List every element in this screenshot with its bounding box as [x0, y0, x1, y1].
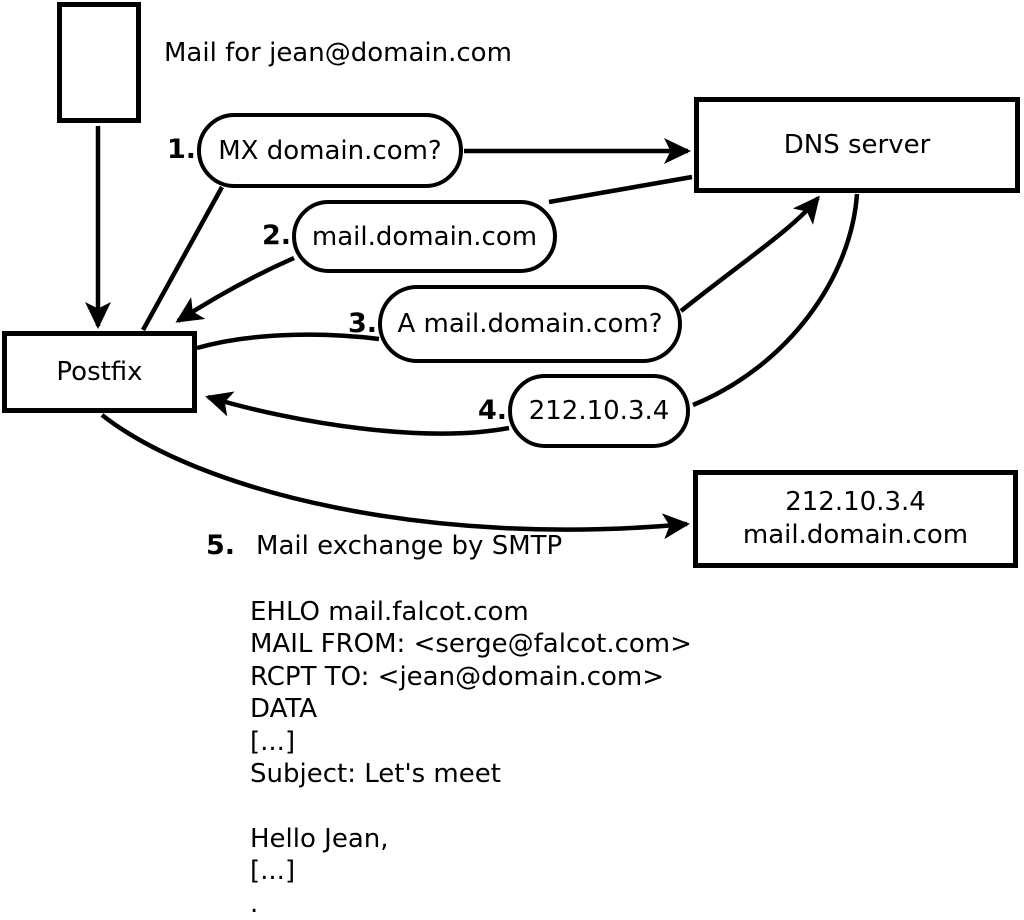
smtp-line-rcpt-to: RCPT TO: <jean@domain.com> [250, 661, 665, 692]
mail-note-label: Mail for jean@domain.com [164, 38, 512, 68]
query-pill-a-record-label: A mail.domain.com? [397, 309, 663, 339]
connector-answer4-to-postfix [205, 391, 510, 436]
step-5-label: Mail exchange by SMTP [256, 531, 563, 561]
step-3-number: 3. [347, 308, 377, 339]
answer-pill-mailhost: mail.domain.com [292, 200, 557, 273]
destination-ip-label: 212.10.3.4 [785, 487, 926, 517]
answer-pill-ip-label: 212.10.3.4 [528, 396, 670, 426]
smtp-session-transcript: EHLO mail.falcot.com MAIL FROM: <serge@f… [250, 596, 692, 920]
smtp-line-subject: Subject: Let's meet [250, 758, 501, 789]
mail-envelope-node [57, 2, 141, 123]
postfix-node: Postfix [2, 331, 197, 413]
connector-postfix-to-query3 [196, 332, 380, 351]
destination-hostname-label: mail.domain.com [742, 520, 969, 550]
dns-server-node: DNS server [694, 97, 1020, 193]
query-pill-mx: MX domain.com? [197, 113, 463, 188]
connector-dns-to-answer4 [692, 193, 860, 408]
smtp-line-mail-from: MAIL FROM: <serge@falcot.com> [250, 629, 692, 660]
query-pill-a-record: A mail.domain.com? [378, 285, 682, 363]
answer-pill-mailhost-label: mail.domain.com [311, 221, 538, 252]
connector-answer2-to-postfix [175, 255, 295, 323]
smtp-line-hello: Hello Jean, [250, 823, 389, 854]
answer-pill-ip: 212.10.3.4 [508, 374, 690, 448]
step-1-number: 1. [166, 134, 196, 165]
destination-server-node: 212.10.3.4 mail.domain.com [693, 470, 1018, 568]
postfix-node-label: Postfix [56, 357, 143, 387]
smtp-line-ehlo: EHLO mail.falcot.com [250, 597, 529, 627]
smtp-line-data: DATA [250, 694, 317, 725]
step-2-number: 2. [261, 220, 291, 251]
smtp-line-ellipsis-1: [...] [250, 726, 296, 757]
smtp-line-ellipsis-2: [...] [250, 856, 296, 887]
step-5-number: 5. [206, 530, 236, 561]
step-4-number: 4. [477, 395, 507, 426]
smtp-line-blank [250, 790, 692, 822]
connector-postfix-to-query1 [141, 185, 224, 332]
connector-postfix-to-destination [100, 413, 690, 540]
step-5-caption: 5. Mail exchange by SMTP [206, 530, 562, 562]
smtp-line-end-dot: . [250, 888, 259, 919]
dns-server-node-label: DNS server [783, 130, 931, 160]
query-pill-mx-label: MX domain.com? [218, 135, 442, 166]
connector-dns-to-answer2 [548, 174, 693, 205]
connector-query3-to-dns [679, 195, 820, 313]
